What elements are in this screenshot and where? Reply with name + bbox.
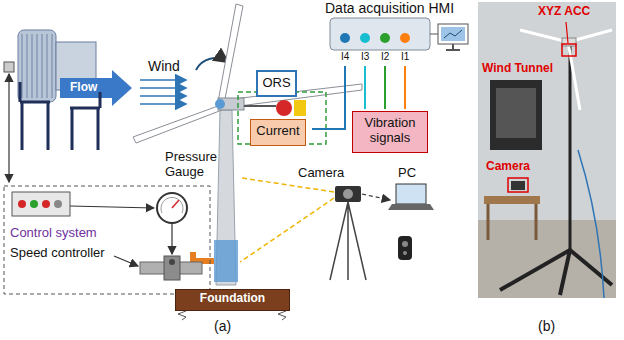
panel-caption: (b) — [538, 318, 555, 334]
tunnel-inlet — [18, 30, 56, 102]
sensor-box: ORS — [256, 70, 297, 97]
port — [380, 33, 390, 43]
box-text: Foundation — [200, 292, 265, 306]
control-arrow — [171, 223, 172, 254]
control-link — [8, 74, 9, 182]
rotation-arrow — [196, 58, 228, 70]
camera-on-tripod — [330, 186, 366, 280]
port-name: I4 — [341, 51, 349, 63]
laptop — [388, 184, 434, 210]
blade — [133, 106, 222, 143]
foundation-bar: Foundation — [175, 289, 290, 311]
hub — [215, 99, 225, 109]
blade — [218, 4, 243, 104]
button-panel — [12, 192, 70, 216]
tunnel-fins — [22, 34, 52, 98]
control-arrow — [70, 206, 154, 208]
lab-photo — [478, 2, 616, 298]
daq-device — [330, 18, 430, 50]
signal-box: Vibration signals — [352, 111, 428, 153]
gearbox — [294, 100, 306, 116]
data-link — [362, 194, 390, 200]
pressure-gauge — [157, 193, 187, 223]
flow-arrow — [60, 70, 132, 106]
photo-label: Camera — [486, 160, 530, 174]
box-text: ORS — [262, 76, 290, 91]
flow-label: Flow — [70, 81, 97, 95]
wind-arrows — [140, 80, 186, 104]
port-name: I1 — [401, 51, 409, 63]
panel-caption: (a) — [214, 318, 231, 334]
port — [360, 33, 370, 43]
wind-label: Wind — [148, 58, 180, 74]
port-name: I2 — [381, 51, 389, 63]
signal-wire — [404, 66, 406, 109]
part-name: Speed controller — [10, 246, 105, 261]
device-title: Data acquisition HMI — [325, 0, 454, 16]
signal-wire — [364, 66, 366, 109]
view-line — [240, 198, 334, 262]
part-name: Pressure Gauge — [165, 150, 221, 180]
tower-base — [214, 240, 238, 282]
monitor-cable — [430, 34, 438, 35]
control-arrow — [114, 256, 138, 266]
port-name: I3 — [361, 51, 369, 63]
part-name: Camera — [298, 166, 344, 181]
box-text: Current — [256, 124, 299, 139]
port — [400, 33, 410, 43]
signal-wire — [384, 66, 386, 109]
generator — [276, 100, 292, 116]
tunnel-control-box — [4, 62, 14, 72]
speed-valve — [140, 256, 202, 280]
shaft — [244, 105, 276, 107]
tunnel-stand — [20, 82, 50, 150]
control-frame — [4, 186, 210, 294]
daq-body — [330, 18, 430, 50]
box-text: Vibration signals — [358, 116, 422, 146]
part-name: Control system — [10, 226, 97, 241]
remote-control — [398, 236, 412, 260]
signal-box: Current — [250, 119, 306, 146]
tunnel-stand — [70, 92, 100, 150]
hmi-monitor — [438, 24, 468, 50]
view-line — [242, 178, 334, 192]
photo-label: Wind Tunnel — [482, 62, 553, 76]
part-name: PC — [398, 166, 416, 181]
port — [340, 33, 350, 43]
wind-tunnel — [4, 30, 132, 182]
wind-turbine — [133, 4, 362, 285]
photo-label: XYZ ACC — [538, 5, 590, 19]
signal-wire — [312, 66, 345, 129]
